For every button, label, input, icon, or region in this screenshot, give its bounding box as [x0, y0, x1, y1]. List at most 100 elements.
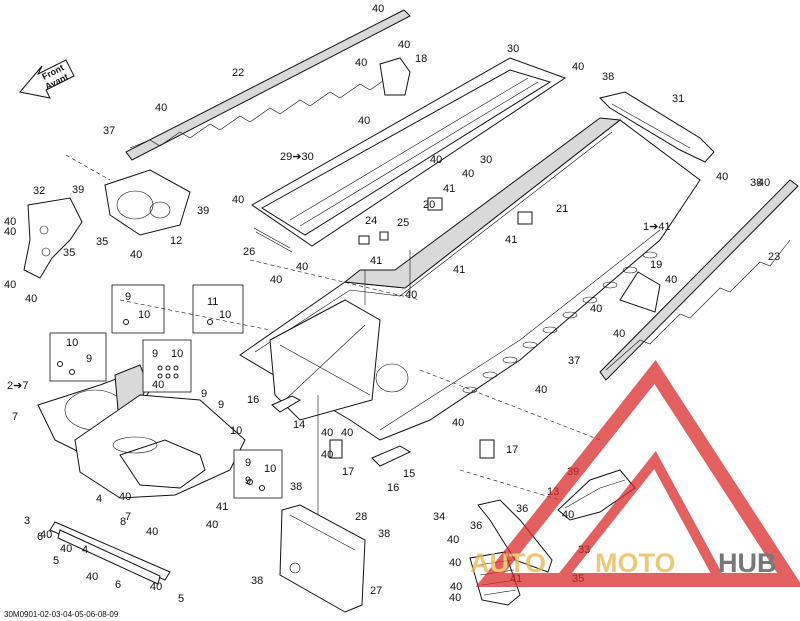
callout-label: 10	[264, 463, 276, 475]
callout-label: 19	[650, 259, 662, 271]
callout-label: 40	[270, 274, 282, 286]
callout-label: 40	[4, 216, 16, 228]
callout-label: 27	[370, 585, 382, 597]
callout-label: 41	[443, 183, 455, 195]
skid-plate-4	[74, 394, 246, 499]
front-frame-lattice	[269, 299, 409, 421]
callout-label: 9	[201, 388, 207, 400]
detail-box-10-9-left	[49, 332, 107, 382]
callout-label: 10	[219, 309, 231, 321]
callout-label: 9	[125, 291, 131, 303]
bracket-12	[104, 169, 191, 236]
callout-label: 23	[768, 251, 780, 263]
callout-label: 40	[372, 3, 384, 15]
callout-label: 26	[243, 246, 255, 258]
callout-label: 40	[25, 293, 37, 305]
callout-label: 40	[398, 39, 410, 51]
callout-label: 32	[33, 185, 45, 197]
callout-label: 40	[535, 384, 547, 396]
callout-label: 40	[321, 449, 333, 461]
callout-label: 37	[103, 125, 115, 137]
callout-label: 16	[247, 394, 259, 406]
callout-label: 39	[72, 184, 84, 196]
callout-label: 40	[4, 226, 16, 238]
callout-label: 38	[378, 528, 390, 540]
callout-label: 10	[66, 337, 78, 349]
callout-label: 40	[452, 417, 464, 429]
callout-label: 12	[170, 235, 182, 247]
callout-label: 8	[120, 516, 126, 528]
bracket-14	[271, 395, 302, 413]
callout-label: 40	[447, 534, 459, 546]
callout-label: 9	[86, 353, 92, 365]
callout-label: 38	[290, 481, 302, 493]
callout-label: 40	[665, 274, 677, 286]
rail-22	[125, 9, 411, 161]
callout-label: 38	[750, 177, 762, 189]
callout-label: 7	[125, 511, 131, 523]
callout-label: 40	[590, 303, 602, 315]
callout-label: 22	[232, 67, 244, 79]
reference-lines	[65, 154, 601, 515]
drawing-code: 30M0901-02-03-04-05-06-08-09	[4, 610, 119, 619]
callout-label: 5	[53, 555, 59, 567]
callout-label: 6	[115, 579, 121, 591]
clip-24	[358, 235, 370, 245]
callout-label: 24	[365, 215, 377, 227]
automotohub-watermark: AUTO MOTO HUB	[470, 360, 800, 587]
callout-label: 37	[568, 355, 580, 367]
callout-label: 7	[12, 411, 18, 423]
bracket-20-21	[427, 197, 533, 225]
bracket-31	[599, 91, 715, 163]
rod-26	[253, 227, 293, 253]
clip-25	[379, 231, 389, 241]
callout-label: 17	[342, 466, 354, 478]
callout-label: 35	[63, 247, 75, 259]
callout-label: 18	[415, 53, 427, 65]
bumper-3	[49, 521, 171, 585]
callout-label: 40	[355, 57, 367, 69]
callout-label: 40	[572, 61, 584, 73]
callout-label: 34	[433, 511, 445, 523]
callout-label: 40	[613, 328, 625, 340]
callout-label: 40	[155, 102, 167, 114]
callout-label: 4	[96, 493, 102, 505]
callout-label: 11	[207, 296, 218, 308]
callout-label: 3	[24, 515, 30, 527]
watermark-moto: MOTO	[595, 548, 676, 578]
bracket-17	[329, 439, 495, 459]
callout-label: 21	[556, 203, 568, 215]
callout-label: 35	[96, 236, 108, 248]
callout-label: 30	[480, 154, 492, 166]
callout-label: 30	[507, 43, 519, 55]
callout-label: 40	[562, 509, 574, 521]
callout-label: 38	[602, 71, 614, 83]
callout-label: 38	[251, 575, 263, 587]
callout-label: 40	[60, 543, 72, 555]
hardware-fasteners	[57, 319, 265, 491]
callout-label: 10	[138, 309, 150, 321]
callout-label: 40	[40, 529, 52, 541]
callout-label: 1➔41	[643, 221, 671, 233]
callout-label: 20	[423, 199, 435, 211]
callout-label: 40	[150, 581, 162, 593]
callout-label: 40	[758, 177, 770, 189]
heat-exchanger-27	[279, 504, 366, 613]
callout-label: 39	[197, 205, 209, 217]
detail-box-9-10	[111, 284, 165, 334]
callout-label: 41	[216, 501, 228, 513]
watermark-hub: HUB	[718, 548, 777, 578]
callout-label: 6	[37, 531, 43, 543]
callout-label: 9	[245, 475, 251, 487]
callout-label: 40	[358, 115, 370, 127]
callout-label: 40	[321, 427, 333, 439]
callout-label: 40	[232, 194, 244, 206]
callout-label: 31	[672, 93, 684, 105]
callout-label: 40	[119, 491, 131, 503]
tunnel-1-41	[239, 117, 701, 441]
callout-label: 40	[130, 249, 142, 261]
bracket-19	[619, 271, 661, 313]
callout-label: 9	[152, 348, 158, 360]
